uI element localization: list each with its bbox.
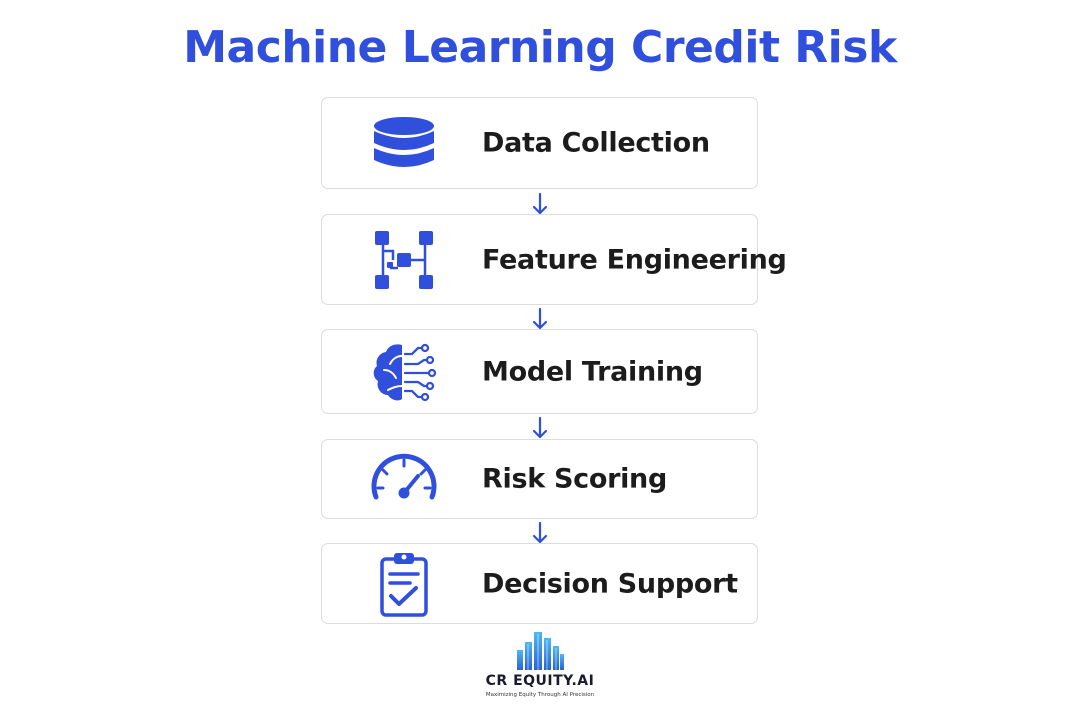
feature-network-icon — [368, 224, 440, 296]
step-label: Model Training — [482, 356, 703, 387]
step-model-training: Model Training — [321, 329, 758, 414]
gauge-icon — [368, 443, 440, 515]
arrow-down-icon — [531, 521, 549, 545]
logo-tagline: Maximizing Equity Through AI Precision — [485, 692, 595, 698]
arrow-down-icon — [531, 416, 549, 440]
arrow-down-icon — [531, 307, 549, 331]
step-feature-engineering: Feature Engineering — [321, 214, 787, 305]
company-logo: CR EQUITY.AI Maximizing Equity Through A… — [470, 628, 610, 708]
page-title: Machine Learning Credit Risk — [183, 22, 897, 73]
city-skyline-logo — [514, 628, 566, 672]
step-label: Decision Support — [482, 568, 738, 599]
step-decision-support: Decision Support — [321, 543, 758, 624]
arrow-down-icon — [531, 192, 549, 216]
step-label: Feature Engineering — [482, 244, 787, 275]
logo-name: CR EQUITY.AI — [485, 673, 595, 689]
brain-circuit-icon — [368, 336, 440, 408]
step-data-collection: Data Collection — [321, 97, 758, 189]
database-icon — [368, 107, 440, 179]
clipboard-check-icon — [368, 548, 440, 620]
step-label: Risk Scoring — [482, 463, 667, 495]
step-risk-scoring: Risk Scoring — [321, 439, 758, 519]
step-label: Data Collection — [482, 127, 710, 159]
